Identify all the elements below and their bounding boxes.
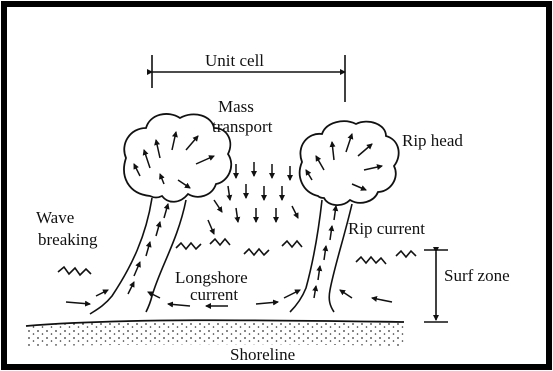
figure-border — [4, 4, 549, 367]
unit-cell-label: Unit cell — [205, 51, 264, 70]
rip-head-label: Rip head — [402, 131, 463, 150]
shoreline-label: Shoreline — [230, 345, 295, 364]
surf-zone-bracket — [424, 250, 448, 322]
wave-breaking-label-line2: breaking — [38, 230, 98, 249]
surf-zone-label: Surf zone — [444, 266, 510, 285]
longshore-current-label-line2: current — [190, 285, 238, 304]
right-rip-neck — [290, 200, 352, 312]
shoreline-band — [26, 320, 404, 346]
wave-breaking-label-line1: Wave — [36, 208, 74, 227]
mass-transport-label-line2: transport — [212, 117, 273, 136]
left-rip-neck — [90, 198, 186, 314]
mass-transport-arrows — [208, 162, 298, 234]
rip-head-arrows — [134, 132, 382, 190]
mass-transport-label-line1: Mass — [218, 97, 254, 116]
right-rip-head — [300, 121, 399, 205]
rip-current-label: Rip current — [348, 219, 425, 238]
